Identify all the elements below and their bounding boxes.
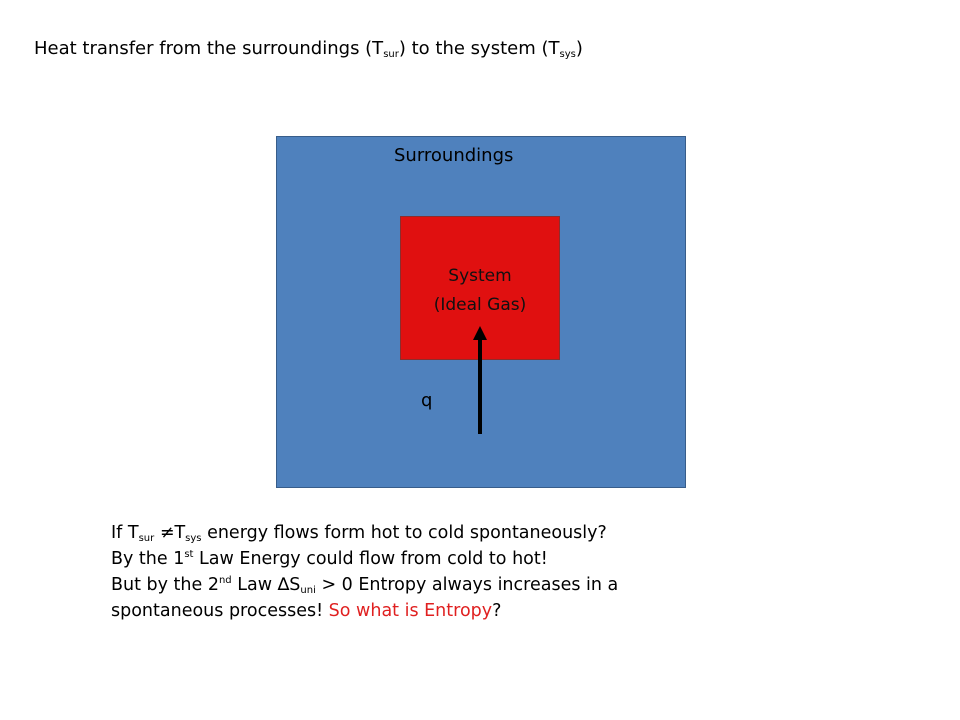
- surroundings-label: Surroundings: [394, 145, 514, 166]
- explanation-line-4: spontaneous processes! So what is Entrop…: [111, 601, 502, 621]
- explanation-line-2: By the 1st Law Energy could flow from co…: [111, 549, 548, 569]
- explanation-line-3: But by the 2nd Law ∆Suni > 0 Entropy alw…: [111, 575, 619, 596]
- system-label: System (Ideal Gas): [433, 266, 527, 315]
- explanation-text: If Tsur ≠Tsys energy flows form hot to c…: [111, 520, 618, 624]
- entropy-question: So what is Entropy: [328, 601, 493, 621]
- slide-title: Heat transfer from the surroundings (Tsu…: [34, 38, 583, 60]
- heat-flow-arrow-icon: [473, 326, 487, 434]
- heat-label: q: [421, 390, 433, 411]
- explanation-line-1: If Tsur ≠Tsys energy flows form hot to c…: [111, 523, 607, 544]
